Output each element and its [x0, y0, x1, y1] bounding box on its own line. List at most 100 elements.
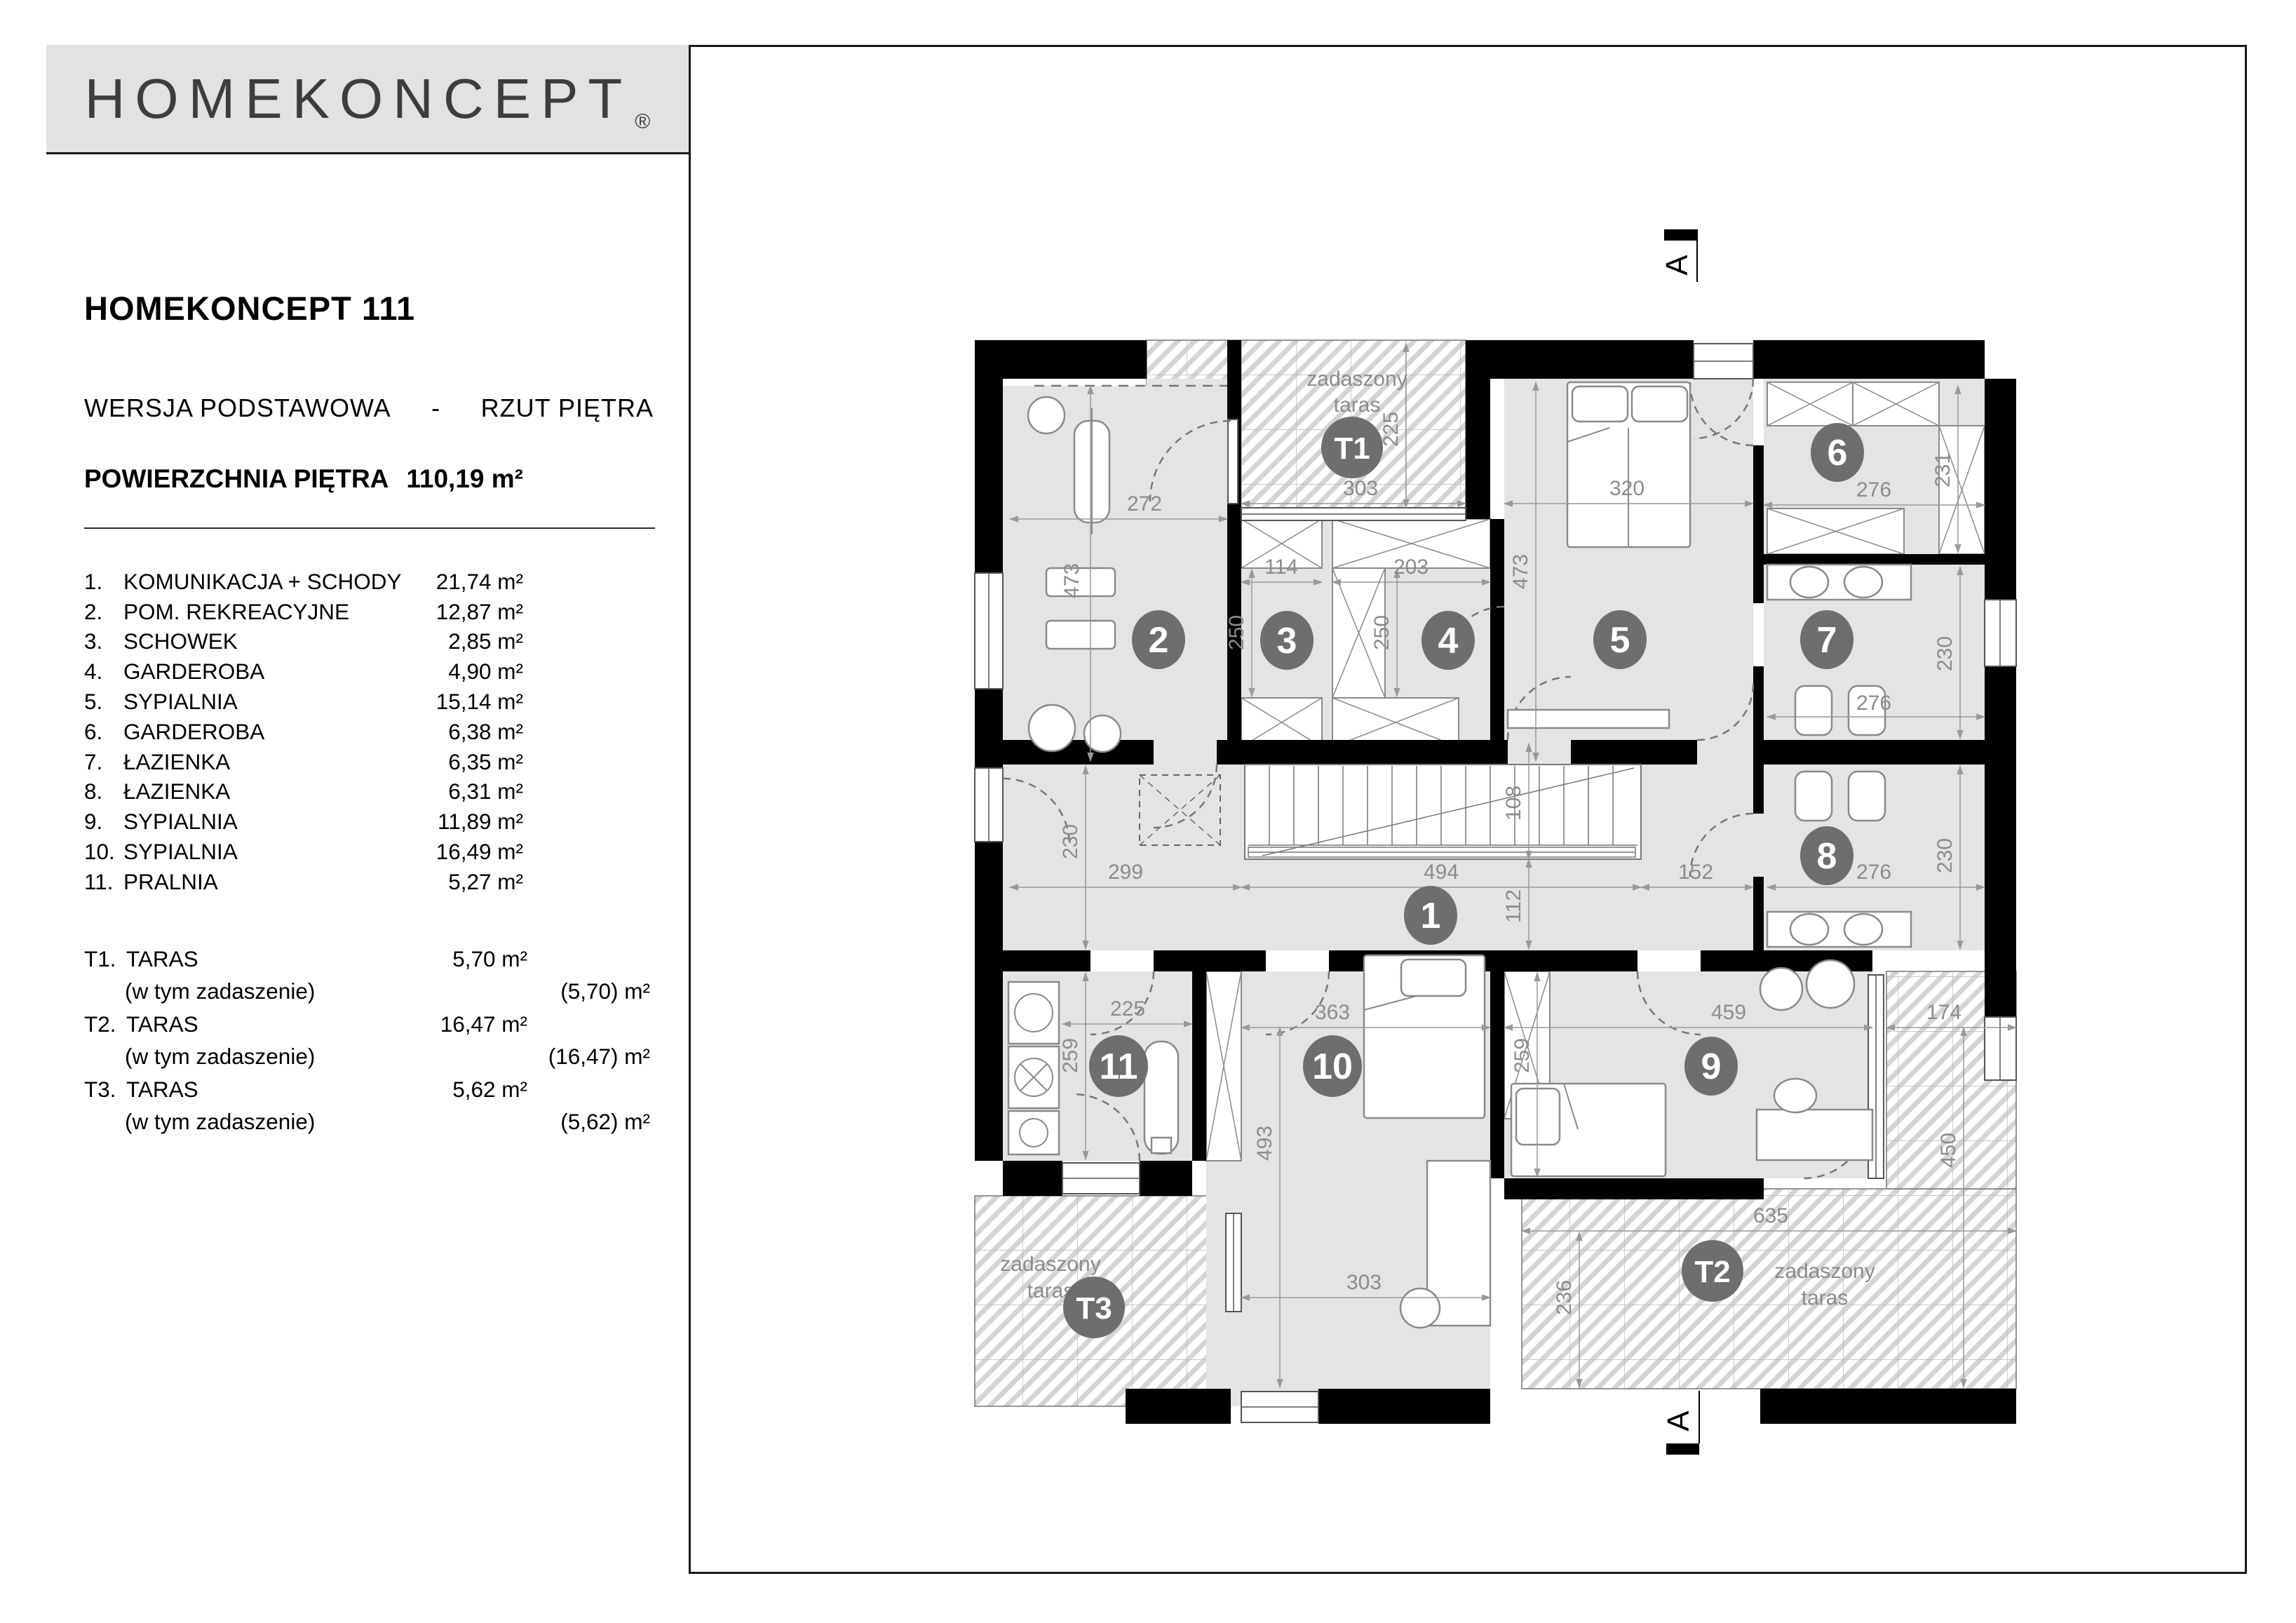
dim-276-r6: 276	[1856, 478, 1891, 501]
t2-caption-line2: taras	[1802, 1286, 1849, 1309]
room-no: 7.	[84, 748, 103, 774]
room-area: 16,49 m²	[435, 839, 523, 865]
badge-terrace-T2: T2	[1682, 1240, 1743, 1302]
dim-230-corridor: 230	[1059, 824, 1082, 859]
dim-203: 203	[1393, 555, 1429, 579]
gym-station-icon	[1045, 619, 1116, 650]
sidebar: HOMEKONCEPT® HOMEKONCEPT 111 WERSJA PODS…	[46, 45, 691, 1574]
svg-text:A: A	[1660, 255, 1694, 276]
gym-station-icon	[1045, 567, 1116, 598]
terrace-captions: zadaszony taras zadaszony taras zadaszon…	[1000, 368, 1875, 1309]
terrace-note-value: (5,70) m²	[560, 978, 650, 1004]
terrace-note: (w tym zadaszenie)(16,47) m²	[84, 1040, 650, 1073]
badge-room-10: 10	[1303, 1035, 1362, 1097]
dim-272: 272	[1127, 492, 1162, 516]
svg-text:7: 7	[1817, 620, 1837, 661]
dresser-icon	[1506, 708, 1670, 729]
room-no: 9.	[84, 809, 103, 835]
dim-494: 494	[1424, 861, 1459, 884]
terrace-no: T2.	[84, 1011, 116, 1037]
terrace-area: 5,62 m²	[452, 1076, 527, 1102]
room-no: 6.	[84, 718, 103, 744]
dim-473-r5: 473	[1509, 554, 1532, 589]
page-title: HOMEKONCEPT 111	[84, 290, 416, 327]
room-name: SYPIALNIA	[123, 809, 238, 835]
room-area: 6,38 m²	[448, 718, 523, 744]
dimension-labels: 272 303 320 276 114 203 276 299 494 152 …	[1059, 412, 1961, 1315]
terrace-note-label: (w tym zadaszenie)	[125, 1044, 316, 1069]
divider	[84, 527, 655, 529]
terrace-no: T3.	[84, 1076, 116, 1102]
room-area: 12,87 m²	[435, 598, 523, 624]
room-no: 8.	[84, 779, 103, 804]
badge-room-8: 8	[1800, 826, 1853, 885]
dim-114: 114	[1264, 555, 1298, 579]
dim-276-r8: 276	[1856, 861, 1891, 884]
svg-text:8: 8	[1817, 836, 1837, 877]
room-area: 4,90 m²	[448, 659, 523, 685]
dim-108: 108	[1502, 786, 1525, 821]
terrace-note: (w tym zadaszenie)(5,70) m²	[84, 975, 650, 1008]
svg-text:2: 2	[1149, 620, 1169, 661]
walls	[975, 340, 2016, 1424]
badge-room-6: 6	[1811, 423, 1864, 482]
section-marker-top: A	[1660, 229, 1698, 282]
dim-473-r2: 473	[1060, 563, 1083, 598]
dim-303-t1: 303	[1343, 477, 1378, 500]
dim-450: 450	[1937, 1133, 1960, 1168]
dim-250-r3: 250	[1225, 615, 1248, 650]
window-corridor-left	[974, 767, 1004, 842]
window-room10-left	[1225, 1213, 1242, 1312]
room-name: KOMUNIKACJA + SCHODY	[123, 568, 402, 594]
badge-room-9: 9	[1684, 1037, 1738, 1096]
room-area: 15,14 m²	[435, 689, 523, 715]
armchair-icon	[1805, 959, 1856, 1009]
dim-225-r11: 225	[1110, 997, 1145, 1021]
room-area: 5,27 m²	[448, 868, 523, 894]
dim-236: 236	[1553, 1280, 1576, 1315]
single-bed-room10-icon	[1363, 954, 1486, 1119]
svg-text:11: 11	[1100, 1046, 1138, 1087]
floor-area-label: POWIERZCHNIA PIĘTRA	[84, 464, 389, 493]
version-label: WERSJA PODSTAWOWA	[84, 393, 391, 422]
room-area: 2,85 m²	[448, 628, 523, 654]
terrace-name: TARAS	[126, 1011, 198, 1037]
terrace-note-value: (5,62) m²	[560, 1109, 650, 1134]
gym-ball-icon	[1027, 396, 1066, 435]
dim-635: 635	[1753, 1204, 1788, 1227]
room-no: 3.	[84, 628, 103, 654]
room-name: ŁAZIENKA	[123, 748, 231, 774]
terrace-name: TARAS	[126, 945, 198, 971]
t1-caption-line1: zadaszony	[1306, 368, 1407, 391]
window-room7-right	[1984, 599, 2017, 667]
dim-250-r4: 250	[1370, 615, 1393, 650]
svg-text:A: A	[1661, 1410, 1696, 1432]
dim-459: 459	[1711, 1001, 1746, 1024]
dim-152: 152	[1678, 861, 1713, 884]
dim-259-r9: 259	[1511, 1038, 1534, 1073]
chair-room9-icon	[1773, 1077, 1818, 1114]
windows	[974, 343, 2017, 1423]
window-room8-right	[1984, 1016, 2017, 1081]
chair-room10-icon	[1399, 1287, 1441, 1329]
room-name: GARDEROBA	[123, 718, 265, 744]
dim-225-t1: 225	[1379, 412, 1403, 447]
room-name: SCHOWEK	[123, 628, 238, 654]
terrace-note: (w tym zadaszenie)(5,62) m²	[84, 1105, 650, 1138]
svg-text:10: 10	[1312, 1046, 1353, 1087]
badge-room-1: 1	[1404, 886, 1457, 945]
badge-terrace-T1: T1	[1321, 417, 1383, 478]
svg-text:9: 9	[1701, 1046, 1722, 1087]
beanbag-icon	[1027, 703, 1076, 753]
room-no: 10.	[84, 839, 115, 865]
badge-room-4: 4	[1422, 611, 1475, 670]
badge-room-2: 2	[1132, 610, 1185, 669]
laundry-appliances	[1007, 981, 1180, 1156]
room-list-item: 6. GARDEROBA 6,38 m²	[84, 717, 523, 747]
